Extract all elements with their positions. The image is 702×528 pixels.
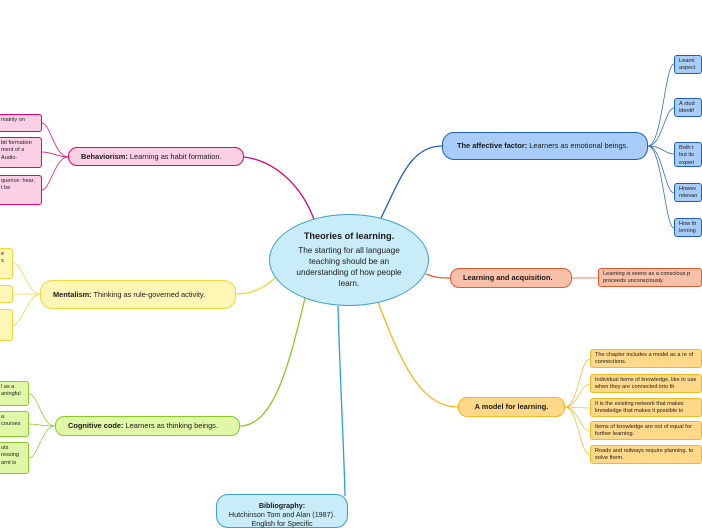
link-mentalism xyxy=(235,277,276,295)
leaf-text: Learning is seens as a conscious p proce… xyxy=(603,271,691,285)
leaf-text: Both t but its experi xyxy=(679,145,695,166)
leaf-mentalism-2[interactable] xyxy=(0,285,13,303)
leaf-text: Roads and railways require planning. to … xyxy=(595,448,694,462)
leaf-text: uts ressing arnt is xyxy=(1,445,20,466)
leaf-model-3[interactable]: It is the existing network that makes kn… xyxy=(590,398,702,417)
leaf-text: Individual items of knowledge, like to u… xyxy=(595,377,697,391)
leaf-text: quence: hear, t be xyxy=(1,178,35,192)
central-topic-title: Theories of learning. xyxy=(303,231,395,242)
leaf-text: A stud identif xyxy=(679,101,695,115)
branch-mentalism-text: Thinking as rule-governed activity. xyxy=(91,289,206,299)
leaf-affective-4[interactable]: Howev relevan xyxy=(674,183,702,202)
link-bibliography xyxy=(337,305,346,497)
leaf-cognitive-2[interactable]: a courses xyxy=(0,411,29,437)
branch-behaviorism-text: Learning as habit formation. xyxy=(127,151,222,161)
leaf-text: It is the existing network that makes kn… xyxy=(595,401,684,415)
branch-model-label: A model for learning. xyxy=(474,402,549,412)
branch-acquisition-label: Learning and acquisition. xyxy=(463,273,553,283)
leaf-affective-5[interactable]: How th lerning xyxy=(674,218,702,237)
branch-mentalism[interactable]: Mentalism: Thinking as rule-governed act… xyxy=(40,280,236,309)
branch-bibliography[interactable]: Bibliography: Hutchinson Tom and Alan (1… xyxy=(216,494,348,528)
central-topic-subtitle: The starting for all language teaching s… xyxy=(296,245,402,288)
leaf-behaviorism-1[interactable]: mainly on xyxy=(0,114,42,132)
branch-cognitive-label: Cognitive code: xyxy=(68,421,124,431)
leaf-acquisition-1[interactable]: Learning is seens as a conscious p proce… xyxy=(598,268,702,287)
branch-affective-factor[interactable]: The affective factor: Learners as emotio… xyxy=(442,132,648,160)
leaf-affective-2[interactable]: A stud identif xyxy=(674,98,702,117)
branch-behaviorism[interactable]: Behaviorism: Learning as habit formation… xyxy=(68,147,244,166)
branch-learning-acquisition[interactable]: Learning and acquisition. xyxy=(450,268,572,288)
branch-affective-label: The affective factor: xyxy=(457,141,528,151)
connector-lines xyxy=(12,63,675,497)
leaf-cognitive-3[interactable]: uts ressing arnt is xyxy=(0,442,29,474)
branch-model-for-learning[interactable]: A model for learning. xyxy=(458,397,565,417)
mind-map-canvas: Theories of learning. The starting for a… xyxy=(0,55,702,528)
leaf-affective-3[interactable]: Both t but its experi xyxy=(674,142,702,167)
branch-cognitive-text: Learners as thinking beings. xyxy=(123,421,218,431)
link-affective xyxy=(379,145,443,221)
leaf-cognitive-1[interactable]: l as a aningful xyxy=(0,381,29,406)
central-topic[interactable]: Theories of learning. The starting for a… xyxy=(269,214,429,306)
link-model xyxy=(377,301,459,408)
leaf-text: Howev relevan xyxy=(679,186,698,200)
leaf-model-5[interactable]: Roads and railways require planning. to … xyxy=(590,445,702,464)
link-cognitive xyxy=(239,297,306,427)
leaf-affective-1[interactable]: Learni aspect xyxy=(674,55,702,74)
leaf-text: mainly on xyxy=(1,117,25,123)
leaf-model-1[interactable]: The chapter includes a model as a re of … xyxy=(590,349,702,368)
leaf-text: Items of knowledge are not of equal for … xyxy=(595,424,692,438)
leaf-text: e s xyxy=(1,251,5,265)
leaf-text: How th lerning xyxy=(679,221,697,235)
leaf-mentalism-3[interactable] xyxy=(0,309,13,341)
branch-behaviorism-label: Behaviorism: xyxy=(81,151,128,161)
leaf-text: Learni aspect xyxy=(679,58,696,72)
leaf-text: a courses xyxy=(1,414,21,428)
leaf-model-4[interactable]: Items of knowledge are not of equal for … xyxy=(590,421,702,440)
branch-bibliography-text: Hutchinson Tom and Alan (1987). English … xyxy=(228,510,336,528)
leaf-mentalism-1[interactable]: e s xyxy=(0,248,13,279)
leaf-text: The chapter includes a model as a re of … xyxy=(595,352,694,366)
branch-bibliography-label: Bibliography: xyxy=(258,501,306,510)
branch-affective-text: Learners as emotional beings. xyxy=(527,141,629,151)
link-behaviorism xyxy=(243,156,316,223)
leaf-text: l as a aningful xyxy=(1,384,21,398)
leaf-model-2[interactable]: Individual items of knowledge, like to u… xyxy=(590,374,702,393)
leaf-behaviorism-2[interactable]: bit formation ment of a Audio- xyxy=(0,137,42,168)
link-acquisition xyxy=(425,273,451,279)
leaf-text: bit formation ment of a Audio- xyxy=(1,140,32,161)
branch-mentalism-label: Mentalism: xyxy=(53,289,92,299)
leaf-behaviorism-3[interactable]: quence: hear, t be xyxy=(0,175,42,205)
branch-cognitive-code[interactable]: Cognitive code: Learners as thinking bei… xyxy=(55,416,240,436)
